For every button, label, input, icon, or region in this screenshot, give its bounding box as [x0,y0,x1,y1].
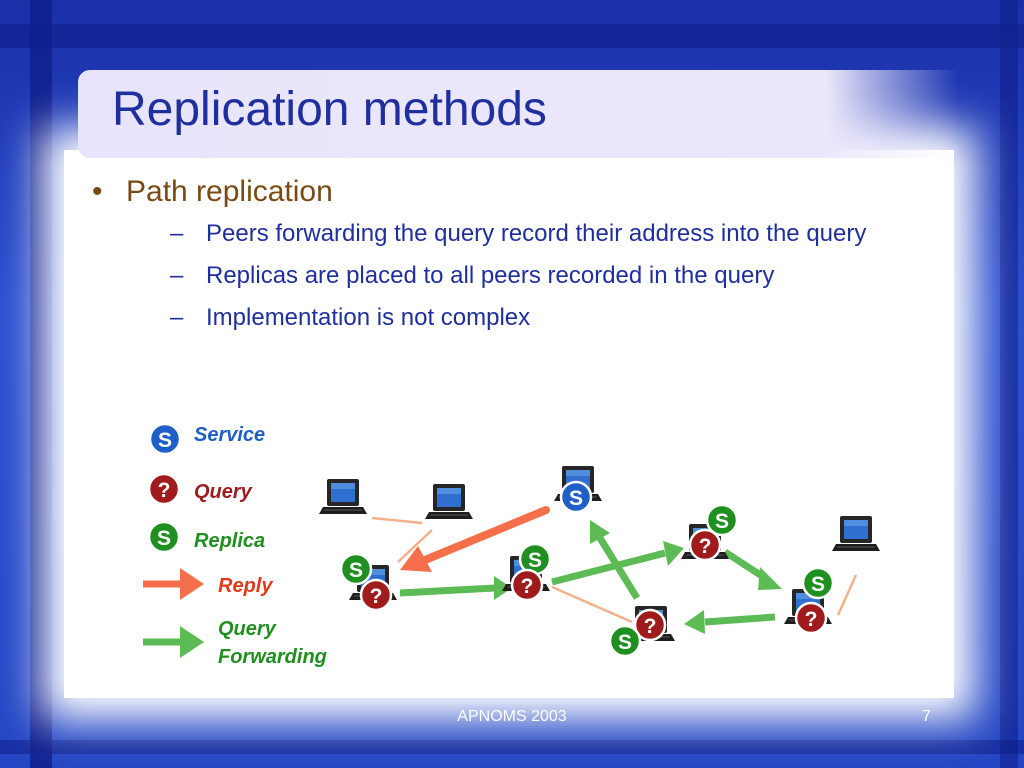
background-band [0,24,1024,48]
badge-letter: ? [370,585,383,608]
bullet-list: Path replication Peers forwarding the qu… [92,172,912,344]
badge-letter: S [349,559,363,582]
peer-link [551,585,633,624]
peer-links [371,516,858,624]
badge-letter: S [811,573,825,596]
background-band [0,740,1024,754]
service-badge-icon: S [559,480,593,514]
badge-letter: ? [805,608,818,631]
page-number: 7 [922,708,931,725]
badge-letter: ? [644,615,657,638]
sub-bullet-item: Replicas are placed to all peers recorde… [162,260,912,292]
badge-letter: ? [699,535,712,558]
legend-forward-label: Forwarding [218,646,327,668]
legend: S Service ? Query S Replica Reply Query … [143,422,327,668]
query-badge-icon: ? [510,568,544,602]
query-badge-icon: ? [688,528,722,562]
replica-badge-icon: S [801,566,835,600]
replica-badge-icon: S [608,624,642,658]
background-band [1000,0,1018,768]
reply-arrow [400,506,550,572]
svg-text:S: S [157,527,171,550]
peer-link [397,529,433,563]
badge-letter: S [618,631,632,654]
sub-bullet-item: Implementation is not complex [162,302,912,334]
footer-text: APNOMS 2003 [457,708,567,725]
query-badge-icon: ? [794,601,828,635]
legend-reply-label: Reply [218,575,273,597]
peer-computer-icon [318,478,368,515]
legend-reply-arrow-icon [143,568,204,600]
bullet-text: Path replication [126,175,333,208]
legend-replica-icon: S [147,520,181,554]
badge-letter: S [528,549,542,572]
legend-query-label: Query [194,481,253,503]
legend-forward-arrow-icon [143,626,204,658]
legend-service-icon: S [148,422,182,456]
peer-computer-icon [424,483,474,520]
svg-text:S: S [158,429,172,452]
peer-link [371,516,423,525]
title-bar [78,70,958,158]
sub-bullet-item: Peers forwarding the query record their … [162,218,912,250]
badge-letter: S [569,487,583,510]
query-badge-icon: ? [359,578,393,612]
peer-computer-icon [831,515,881,552]
legend-forward-label: Query [218,618,277,640]
slide-title: Replication methods [112,83,547,136]
replica-badge-icon: S [705,503,739,537]
query-badge-icon: ? [633,608,667,642]
forward-arrows [399,520,782,634]
badge-letter: ? [521,575,534,598]
legend-query-icon: ? [147,472,181,506]
legend-replica-label: Replica [194,530,265,552]
badge-letter: S [715,510,729,533]
peer-link [836,574,858,616]
legend-service-label: Service [194,424,265,446]
bullet-item: Path replication Peers forwarding the qu… [92,172,912,334]
replica-badge-icon: S [339,552,373,586]
svg-text:?: ? [158,479,171,502]
background-band [30,0,52,768]
sub-bullet-list: Peers forwarding the query record their … [126,218,912,334]
